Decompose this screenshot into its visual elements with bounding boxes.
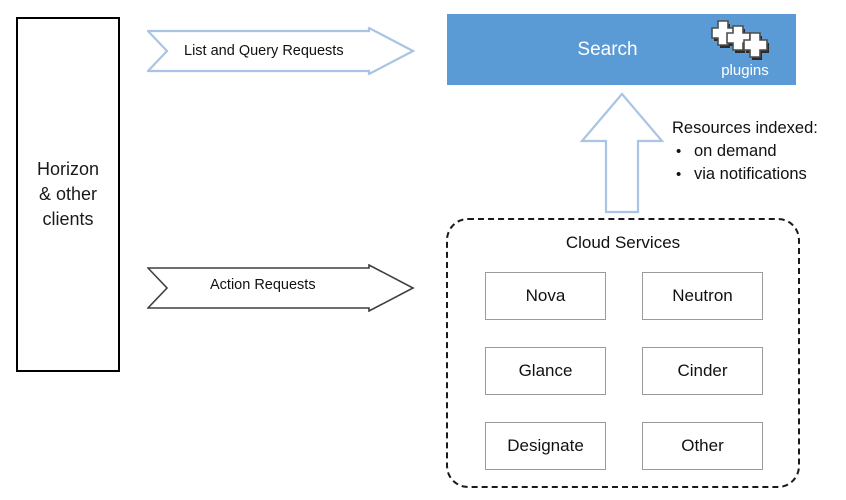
indexing-up-arrow (578, 92, 666, 214)
action-requests-arrow (147, 264, 415, 312)
action-requests-label: Action Requests (210, 277, 316, 293)
service-tile-cinder[interactable]: Cinder (642, 347, 763, 395)
resources-indexed-heading: Resources indexed: (672, 119, 818, 137)
resources-indexed-note: Resources indexed: on demand via notific… (672, 117, 844, 186)
service-tile-glance[interactable]: Glance (485, 347, 606, 395)
cloud-services-group: Cloud Services Nova Neutron Glance Cinde… (446, 218, 800, 488)
resources-indexed-item: via notifications (672, 163, 844, 186)
cloud-services-grid: Nova Neutron Glance Cinder Designate Oth… (485, 272, 763, 470)
clients-box: Horizon & other clients (16, 17, 120, 372)
plugins-label: plugins (721, 62, 769, 79)
search-title: Search (577, 38, 638, 60)
service-tile-designate[interactable]: Designate (485, 422, 606, 470)
plugins-icon (710, 20, 780, 64)
indexing-up-arrow-shape (579, 92, 665, 214)
clients-label: Horizon & other clients (36, 159, 100, 229)
resources-indexed-item: on demand (672, 140, 844, 163)
list-and-query-requests-label: List and Query Requests (184, 43, 344, 59)
service-tile-nova[interactable]: Nova (485, 272, 606, 320)
list-and-query-requests-arrow (147, 27, 415, 75)
service-tile-neutron[interactable]: Neutron (642, 272, 763, 320)
plugins-group: plugins (706, 20, 784, 82)
action-requests-arrow-shape (147, 264, 415, 312)
search-service-box: Search plugins (447, 14, 796, 85)
service-tile-other[interactable]: Other (642, 422, 763, 470)
list-and-query-requests-arrow-shape (147, 27, 415, 75)
cloud-services-title: Cloud Services (565, 233, 681, 252)
resources-indexed-list: on demand via notifications (672, 140, 844, 186)
